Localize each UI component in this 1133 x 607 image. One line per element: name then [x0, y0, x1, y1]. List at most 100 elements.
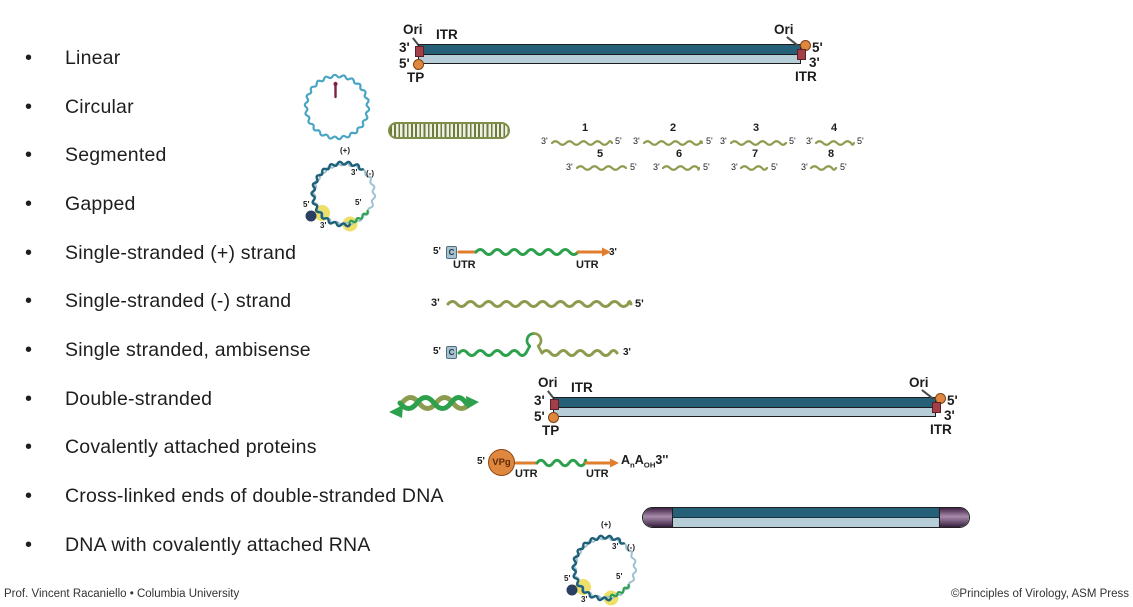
five-prime-label: 5'	[477, 456, 485, 467]
segment-wave	[809, 165, 838, 171]
plus-strand-label: (+)	[340, 146, 350, 155]
three-prime-label: 3'	[351, 168, 358, 177]
five-prime-label: 5'	[564, 574, 571, 583]
circular-genome-strand	[303, 73, 371, 141]
segment-number: 2	[669, 122, 677, 134]
bullet-item: • Double-stranded	[20, 375, 444, 424]
bullet-label: Single stranded, ambisense	[65, 338, 311, 361]
top-strand	[643, 508, 969, 518]
three-prime-label: 3'	[944, 408, 955, 423]
segment-wave	[642, 140, 704, 146]
utr-label: UTR	[453, 259, 476, 271]
five-prime-label: 5'	[616, 572, 623, 581]
itr-label: ITR	[571, 380, 593, 395]
bottom-strand	[553, 406, 936, 417]
five-prime-label: 5'	[615, 136, 622, 146]
three-prime-arrowhead	[610, 458, 619, 468]
bullet-dot: •	[25, 387, 33, 410]
bullet-label: Double-stranded	[65, 387, 213, 410]
circular-genome-origin-dot	[333, 82, 338, 86]
bullet-item: •Single-stranded (+) strand	[20, 229, 444, 278]
segment-wave	[729, 140, 788, 146]
segment-wave	[661, 165, 701, 171]
three-prime-label: 3'	[431, 297, 440, 309]
three-prime-label: 3'	[653, 162, 660, 172]
crosslink-cap-right	[939, 508, 969, 527]
itr-square-left	[550, 399, 559, 410]
five-prime-label: 5'	[789, 136, 796, 146]
polya-a: A	[621, 453, 631, 467]
five-prime-label: 5'	[355, 198, 362, 207]
segment-number: 7	[751, 148, 759, 160]
cap-box: C	[446, 246, 457, 259]
three-prime-label: 3'	[801, 162, 808, 172]
three-prime-label: 3'	[581, 595, 588, 604]
segment-wave	[739, 165, 769, 171]
five-prime-label: 5'	[635, 298, 644, 310]
bullet-item: • DNA with covalently attached RNA	[20, 521, 444, 570]
segment-number: 6	[675, 148, 683, 160]
bullet-label: Cross-linked ends of double-stranded DNA	[65, 485, 444, 508]
three-prime-label: 3'	[633, 136, 640, 146]
terminal-protein-dot	[305, 210, 317, 222]
tp-label: TP	[407, 70, 425, 85]
itr-square-left	[415, 46, 424, 57]
three-prime-label: 3'	[320, 221, 327, 230]
bullet-item: •Segmented	[20, 131, 444, 180]
five-prime-label: 5'	[947, 393, 958, 408]
footer-copyright: ©Principles of Virology, ASM Press	[950, 588, 1129, 600]
ori-label: Ori	[774, 22, 794, 37]
bullet-label: Segmented	[65, 144, 167, 167]
bottom-strand	[418, 53, 801, 64]
five-prime-label: 5'	[857, 136, 864, 146]
bullet-dot: •	[25, 290, 33, 313]
polya-end: 3''	[655, 453, 669, 467]
bullet-label: Single-stranded (+) strand	[65, 241, 297, 264]
five-prime-label: 5'	[706, 136, 713, 146]
five-prime-label: 5'	[840, 162, 847, 172]
bullet-label: Gapped	[65, 192, 136, 215]
polya-a: A	[634, 453, 644, 467]
gapped-rna-dna-art	[565, 534, 638, 607]
crosslinked-dna-diagram	[642, 507, 970, 528]
bottom-strand	[643, 517, 969, 527]
helix-green-strand	[397, 395, 469, 411]
three-prime-label: 3'	[612, 542, 619, 551]
plus-strand-label: (+)	[601, 520, 611, 529]
utr-label: UTR	[576, 259, 599, 271]
bullet-dot: •	[25, 46, 33, 69]
segment-number: 1	[581, 122, 589, 134]
three-prime-label: 3'	[806, 136, 813, 146]
bullet-label: DNA with covalently attached RNA	[65, 533, 371, 556]
footer-credit: Prof. Vincent Racaniello • Columbia Univ…	[4, 588, 240, 600]
vpg-rna-wave	[535, 458, 588, 468]
bullet-label: Circular	[65, 95, 134, 118]
itr-square-right	[797, 49, 806, 60]
ambisense-loop-right	[532, 332, 544, 355]
bullet-list: •Linear •Circular •Segmented •Gapped •Si…	[20, 34, 444, 570]
cap-label: C	[448, 348, 455, 357]
minus-strand-wave	[446, 300, 633, 308]
ori-label: Ori	[538, 375, 558, 390]
segment-number: 8	[827, 148, 835, 160]
utr-label: UTR	[515, 468, 538, 480]
plus-strand-wave	[474, 248, 580, 256]
utr-label: UTR	[586, 468, 609, 480]
three-prime-label: 3'	[566, 162, 573, 172]
vpg-label: VPg	[492, 457, 511, 468]
three-prime-label: 3'	[541, 136, 548, 146]
crosslink-cap-left	[643, 508, 673, 527]
itr-label: ITR	[795, 69, 817, 84]
cap-box: C	[446, 346, 457, 359]
three-prime-label: 3'	[731, 162, 738, 172]
polya-oh-sub: OH	[643, 460, 656, 470]
bullet-dot: •	[25, 192, 33, 215]
bullet-dot: •	[25, 436, 33, 459]
bullet-dot: •	[25, 533, 33, 556]
five-prime-label: 5'	[399, 56, 410, 71]
three-prime-label: 3'	[720, 136, 727, 146]
three-prime-arrowhead	[602, 247, 611, 257]
three-prime-label: 3'	[534, 393, 545, 408]
ambisense-olive-wave	[540, 349, 619, 357]
cap-label: C	[448, 248, 455, 257]
